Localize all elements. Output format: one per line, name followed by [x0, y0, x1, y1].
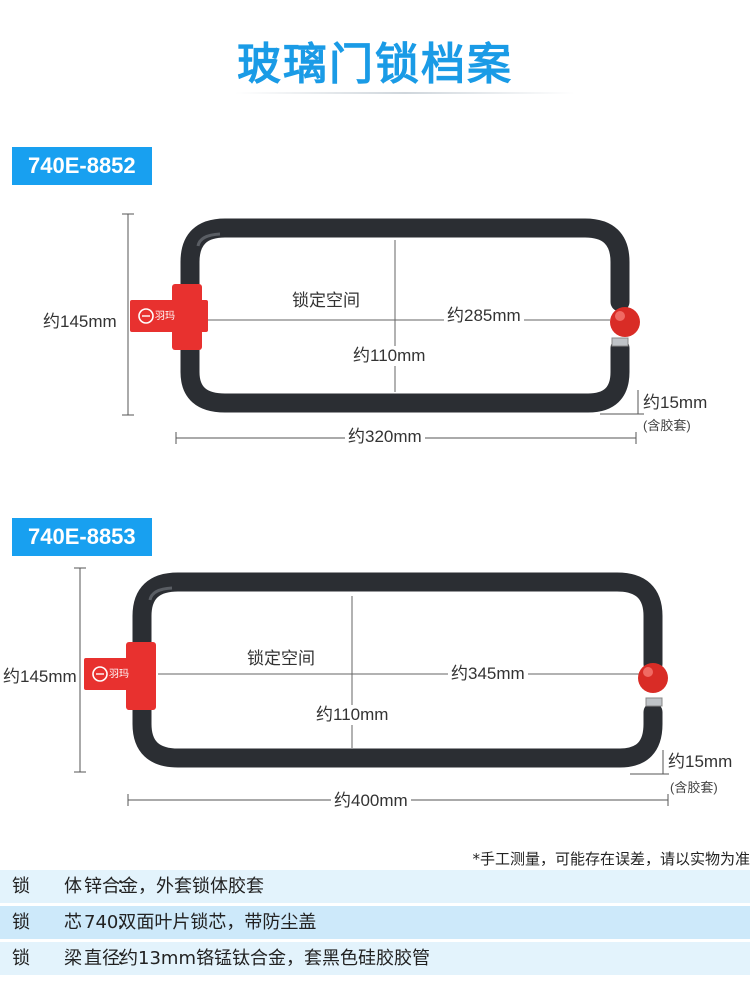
spec-value: 740双面叶片锁芯，带防尘盖 [84, 912, 317, 933]
inner-width-label: 约110mm [350, 346, 429, 366]
model-tag-8853: 740E-8853 [12, 518, 152, 556]
thickness-note: (含胶套) [643, 418, 691, 433]
lock-diagram-8853: 约145mm 锁定空间 约345mm 约110mm 约400mm 约15mm (… [0, 562, 750, 814]
inner-width-label: 约110mm [313, 705, 392, 725]
page-title: 玻璃门锁档案 [237, 39, 513, 90]
outer-length-label: 约320mm [345, 427, 425, 447]
spec-row-body: 锁体： 锌合金，外套锁体胶套 [0, 870, 750, 903]
spec-row-shackle: 锁梁： 直径约13mm铬锰钛合金，套黑色硅胶胶管 [0, 942, 750, 975]
spec-value: 锌合金，外套锁体胶套 [84, 876, 264, 897]
measurement-note: *手工测量，可能存在误差，请以实物为准 [472, 850, 750, 868]
model-tag-8852: 740E-8852 [12, 147, 152, 185]
thickness-label: 约15mm [643, 393, 708, 412]
lock-drawing-8853 [74, 567, 669, 806]
lock-space-label: 锁定空间 [244, 649, 318, 669]
lock-diagram-8852: 约145mm 锁定空间 约285mm 约110mm 约320mm 约15mm (… [0, 200, 750, 450]
title-divider [235, 92, 575, 94]
spec-key: 锁体： [12, 876, 168, 897]
lock-drawing-8852 [122, 213, 644, 444]
spec-key: 锁梁： [12, 948, 168, 969]
spec-value: 直径约13mm铬锰钛合金，套黑色硅胶胶管 [84, 948, 430, 969]
lock-space-label: 锁定空间 [289, 291, 363, 311]
inner-length-label: 约285mm [444, 306, 524, 326]
thickness-note: (含胶套) [670, 780, 718, 795]
height-label: 约145mm [43, 312, 117, 331]
height-label: 约145mm [3, 667, 77, 686]
brand-mark: 羽玛 [155, 311, 175, 322]
outer-length-label: 约400mm [331, 791, 411, 811]
inner-length-label: 约345mm [448, 664, 528, 684]
thickness-label: 约15mm [668, 752, 733, 771]
spec-row-cylinder: 锁芯： 740双面叶片锁芯，带防尘盖 [0, 906, 750, 939]
spec-key: 锁芯： [12, 912, 168, 933]
brand-mark: 羽玛 [109, 669, 129, 680]
